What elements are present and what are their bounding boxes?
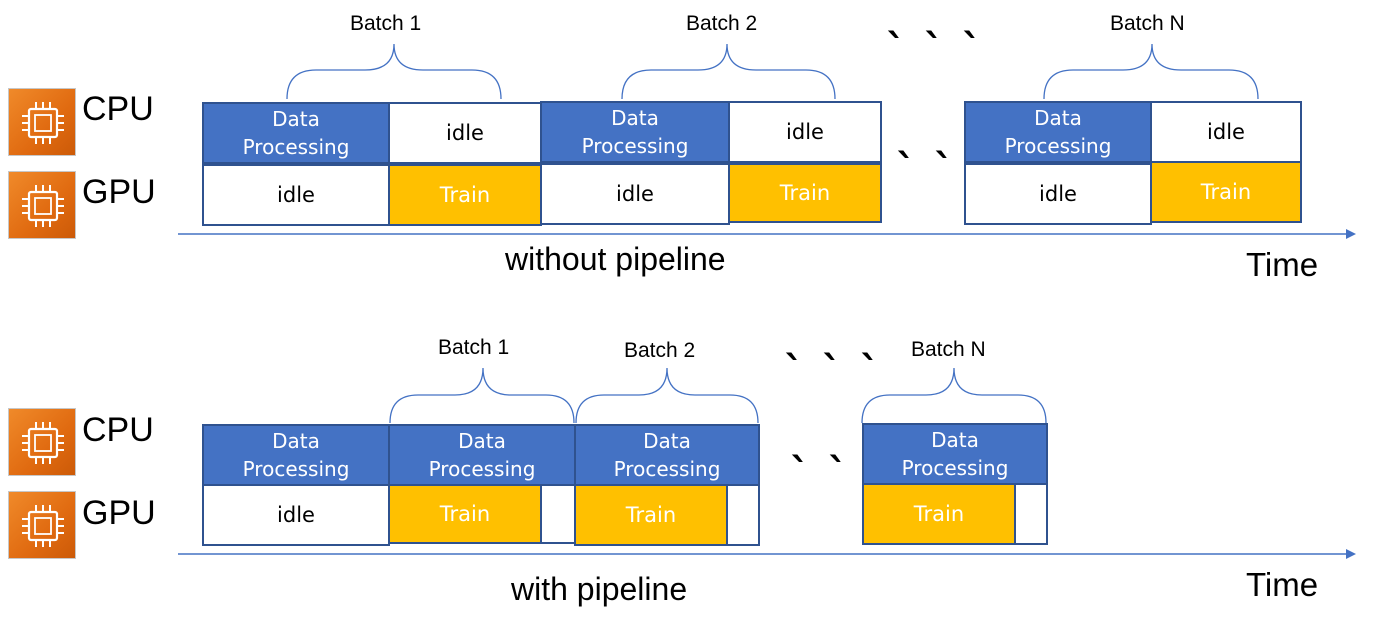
top-brace-batch-1: [286, 43, 502, 100]
gpu-chip-icon: [8, 171, 76, 239]
bottom-brace-batch-2: [575, 367, 759, 424]
cpu-chip-icon: [8, 88, 76, 156]
top-brace-batch-n: [1043, 43, 1259, 100]
bottom-gpu-gap-n: [1014, 483, 1048, 545]
bottom-batch-1-label: Batch 1: [438, 336, 510, 359]
bottom-gpu-gap-1: [540, 484, 576, 544]
top-batch-n-label: Batch N: [1110, 12, 1185, 35]
top-cpu-label: CPU: [82, 90, 154, 128]
top-caption: without pipeline: [505, 241, 726, 277]
cpu-chip-icon: [8, 408, 76, 476]
bottom-brace-batch-1: [389, 367, 575, 424]
bottom-batch-n-label: Batch N: [911, 338, 986, 361]
bottom-caption: with pipeline: [511, 571, 688, 607]
top-gpu-label: GPU: [82, 173, 156, 211]
bottom-time-arrowhead: [1346, 549, 1356, 559]
top-brace-batch-2: [621, 43, 836, 100]
top-batch-1-label: Batch 1: [350, 12, 422, 35]
bottom-gpu-label: GPU: [82, 494, 156, 532]
bottom-gpu-train-2: Train: [574, 484, 728, 546]
top-gpu-train-1: Train: [388, 164, 542, 226]
top-time-label: Time: [1246, 246, 1319, 283]
top-cpu-idle-n: idle: [1150, 101, 1302, 163]
top-gpu-train-2: Train: [728, 163, 882, 223]
bottom-gpu-train-n: Train: [862, 483, 1016, 545]
bottom-gpu-gap-2: [726, 484, 760, 546]
top-gpu-idle-n: idle: [964, 163, 1152, 225]
top-time-arrowhead: [1346, 229, 1356, 239]
top-gpu-idle-1: idle: [202, 164, 390, 226]
bottom-cpu-label: CPU: [82, 411, 154, 449]
bottom-batch-2-label: Batch 2: [624, 339, 696, 362]
top-batch-2-label: Batch 2: [686, 12, 758, 35]
bottom-brace-batch-n: [861, 367, 1047, 424]
bottom-batch-ellipsis: ` ` `: [784, 349, 882, 395]
bottom-gpu-idle-1: idle: [202, 484, 390, 546]
top-gpu-train-n: Train: [1150, 161, 1302, 223]
top-cpu-idle-2: idle: [728, 101, 882, 163]
top-gpu-idle-2: idle: [540, 163, 730, 225]
bottom-gpu-train-1: Train: [388, 484, 542, 544]
top-batch-ellipsis: ` ` `: [886, 27, 984, 73]
bottom-time-label: Time: [1246, 566, 1319, 603]
gpu-chip-icon: [8, 491, 76, 559]
top-cpu-idle-1: idle: [388, 102, 542, 164]
